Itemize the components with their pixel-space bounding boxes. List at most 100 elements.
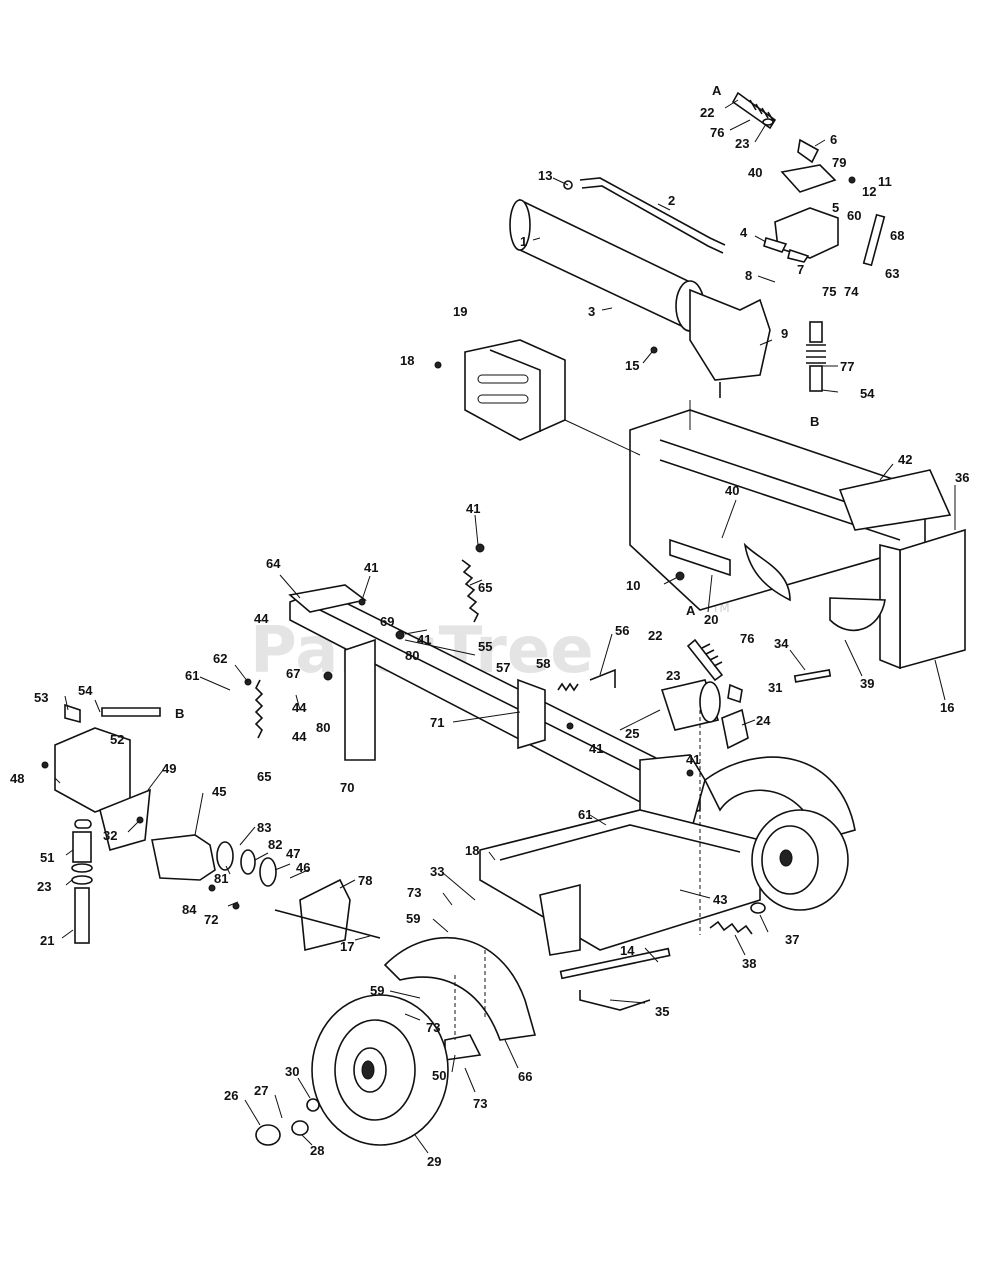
label-17: 17	[340, 939, 354, 954]
label-79: 79	[832, 155, 846, 170]
label-44-b: 44	[292, 700, 307, 715]
label-76-mid: 76	[740, 631, 754, 646]
label-80-a: 80	[405, 648, 419, 663]
label-44-c: 44	[292, 729, 307, 744]
label-9: 9	[781, 326, 788, 341]
washer-30	[306, 1098, 320, 1112]
label-61-b: 61	[578, 807, 592, 822]
label-49: 49	[162, 761, 176, 776]
label-41-a: 41	[466, 501, 480, 516]
label-54-right: 54	[860, 386, 875, 401]
label-44-a: 44	[254, 611, 269, 626]
coupler-guard-45	[151, 834, 216, 881]
label-81: 81	[214, 871, 228, 886]
label-18-top: 18	[400, 353, 414, 368]
label-61-a: 61	[185, 668, 199, 683]
handle-56	[589, 668, 616, 688]
label-6: 6	[830, 132, 837, 147]
label-65-bot: 65	[257, 769, 271, 784]
label-77: 77	[840, 359, 854, 374]
label-74: 74	[844, 284, 859, 299]
label-24: 24	[756, 713, 771, 728]
label-7: 7	[797, 262, 804, 277]
label-14: 14	[620, 943, 635, 958]
label-63: 63	[885, 266, 899, 281]
label-47: 47	[286, 846, 300, 861]
label-64: 64	[266, 556, 281, 571]
bracket-19	[464, 339, 566, 441]
label-52: 52	[110, 732, 124, 747]
label-41-b: 41	[364, 560, 378, 575]
label-29: 29	[427, 1154, 441, 1169]
label-54-left: 54	[78, 683, 93, 698]
label-59-a: 59	[406, 911, 420, 926]
label-B-left: B	[175, 706, 184, 721]
label-18-mid: 18	[465, 843, 479, 858]
dashed-leaders	[454, 710, 701, 1040]
label-A-top: A	[712, 83, 722, 98]
label-73-c: 73	[473, 1096, 487, 1111]
fitting-assembly-a-mid	[686, 638, 743, 704]
label-23-mid: 23	[666, 668, 680, 683]
label-40-mid: 40	[725, 483, 739, 498]
label-34: 34	[774, 636, 789, 651]
label-57: 57	[496, 660, 510, 675]
leader-19	[564, 419, 641, 456]
label-53: 53	[34, 690, 48, 705]
washer-28	[291, 1120, 309, 1136]
label-82: 82	[268, 837, 282, 852]
safety-chain-bottom	[254, 679, 264, 739]
label-A-mid: A	[686, 603, 696, 618]
label-69: 69	[380, 614, 394, 629]
label-76-top: 76	[710, 125, 724, 140]
hydraulic-pump	[54, 703, 161, 851]
adapter-plate-78	[299, 878, 351, 952]
axle-14	[559, 947, 671, 980]
bolt-17	[274, 909, 381, 939]
label-41-e: 41	[686, 752, 700, 767]
label-50: 50	[432, 1068, 446, 1083]
label-75: 75	[822, 284, 836, 299]
label-26: 26	[224, 1088, 238, 1103]
label-66: 66	[518, 1069, 532, 1084]
label-60: 60	[847, 208, 861, 223]
label-31: 31	[768, 680, 782, 695]
label-73-a: 73	[407, 885, 421, 900]
label-27: 27	[254, 1083, 268, 1098]
wheel-left	[311, 994, 449, 1146]
label-84: 84	[182, 902, 197, 917]
label-35: 35	[655, 1004, 669, 1019]
label-2: 2	[668, 193, 675, 208]
label-59-b: 59	[370, 983, 384, 998]
label-4: 4	[740, 225, 748, 240]
label-15: 15	[625, 358, 639, 373]
label-30: 30	[285, 1064, 299, 1079]
label-43: 43	[713, 892, 727, 907]
label-22-mid: 22	[648, 628, 662, 643]
label-37: 37	[785, 932, 799, 947]
label-40-top: 40	[748, 165, 762, 180]
label-80-b: 80	[316, 720, 330, 735]
label-38: 38	[742, 956, 756, 971]
guard-39	[829, 597, 886, 632]
label-leaders	[54, 99, 956, 1154]
pin-34	[793, 668, 832, 683]
fitting-b-left	[71, 819, 93, 944]
label-32: 32	[103, 828, 117, 843]
label-46: 46	[296, 860, 310, 875]
label-5: 5	[832, 200, 839, 215]
label-56: 56	[615, 623, 629, 638]
filter-25	[660, 679, 721, 731]
label-13: 13	[538, 168, 552, 183]
label-83: 83	[257, 820, 271, 835]
label-23-bot: 23	[37, 879, 51, 894]
end-plate-16	[879, 528, 966, 670]
label-73-b: 73	[426, 1020, 440, 1035]
part-labels: A 22 76 23 6 79 40 11 12 5 60 68 13 2 1 …	[10, 83, 969, 1169]
label-23-top: 23	[735, 136, 749, 151]
fender-left-66	[383, 936, 537, 1041]
coupler-parts	[216, 841, 277, 887]
label-70: 70	[340, 780, 354, 795]
label-10: 10	[626, 578, 640, 593]
